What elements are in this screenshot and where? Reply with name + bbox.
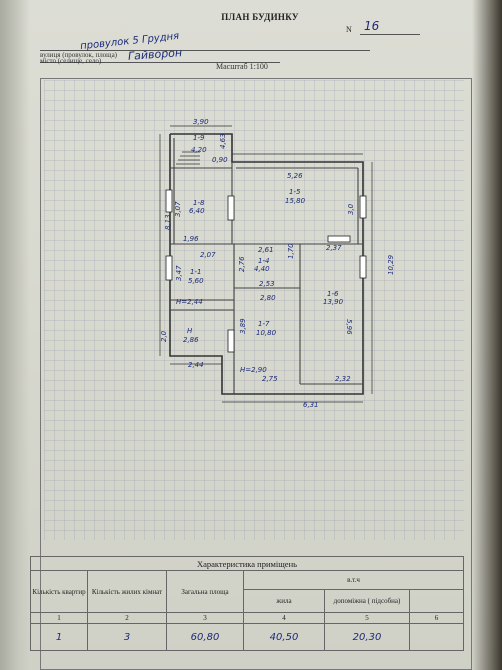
value-total-area: 60,80 (166, 623, 244, 651)
column-number: 5 (324, 612, 410, 624)
column-number: 6 (409, 612, 464, 624)
dimension-label: 5,96 (345, 319, 353, 335)
header-apartments: Кількість квартир (30, 570, 88, 613)
column-number: 1 (30, 612, 88, 624)
city-label: місто (селище, село) (40, 57, 102, 65)
dimension-label: 2,75 (262, 375, 278, 383)
dimension-label: 6,31 (303, 401, 319, 409)
header-incl: в.т.ч (243, 570, 464, 590)
column-number: 2 (87, 612, 167, 624)
room-label: 1-9 (193, 134, 205, 142)
column-number: 4 (243, 612, 325, 624)
room-label: Н (187, 327, 193, 335)
dimension-label: 3,90 (193, 118, 209, 126)
page-edge-shadow (472, 0, 502, 670)
dimension-label: 2,07 (200, 251, 216, 259)
dimension-label: 3,07 (174, 201, 182, 217)
street-label: вулиця (провулок, площа) (40, 51, 118, 59)
dimension-label: 2,37 (326, 244, 342, 252)
page-fold-shadow (0, 0, 30, 670)
number-underline (360, 34, 420, 35)
stairs (176, 151, 200, 165)
room-area: 13,90 (323, 298, 344, 306)
dimension-label: 8,13 (164, 214, 172, 230)
dimension-label: 2,61 (258, 246, 274, 254)
header-col6 (409, 589, 464, 613)
room-area: 15,80 (285, 197, 306, 205)
room-label: 1-1 (190, 268, 201, 276)
value-auxiliary: 20,30 (324, 623, 410, 651)
dimension-label: 3,0 (347, 203, 355, 215)
room-area: 6,40 (189, 207, 205, 215)
dimension-label: 2,53 (259, 280, 275, 288)
dimension-label: 2,76 (238, 256, 246, 272)
street-underline (40, 50, 370, 51)
grid-area (44, 80, 464, 540)
inner-walls (170, 138, 363, 394)
value-rooms: 3 (87, 623, 167, 651)
number-label: N (346, 25, 352, 34)
room-area: 5,60 (188, 277, 204, 285)
scale-label: Масштаб 1:100 (216, 62, 268, 71)
dimension-label: 2,32 (335, 375, 351, 383)
header-total-area: Загальна площа (166, 570, 244, 613)
dimension-label: 1,70 (287, 243, 295, 259)
document-title: ПЛАН БУДИНКУ (221, 12, 299, 22)
dimension-label: H=2,44 (176, 298, 203, 306)
dimension-label: 2,0 (160, 330, 168, 342)
header-auxiliary: допоміжна ( підсобна) (324, 589, 410, 613)
room-area: 10,80 (256, 329, 277, 337)
number-value: 16 (364, 19, 380, 33)
room-label: 1-4 (258, 257, 269, 265)
dimension-label: 2,96 (193, 134, 209, 142)
dimension-label: 10,29 (387, 254, 395, 275)
column-number: 3 (166, 612, 244, 624)
value-col6 (409, 623, 464, 651)
dimension-label: H=2,90 (240, 366, 267, 374)
room-label: 1-7 (258, 320, 270, 328)
dimension-label: 2,44 (188, 361, 204, 369)
room-label: 1-8 (193, 199, 205, 207)
table-caption: Характеристика приміщень (30, 556, 464, 571)
header-living: жила (243, 589, 325, 613)
dimension-label: 5,26 (287, 172, 303, 180)
room-label: 1-6 (327, 290, 339, 298)
room-area: 4,40 (254, 265, 270, 273)
room-label: 1-5 (289, 188, 301, 196)
dimension-label: 3,89 (239, 318, 247, 334)
dimension-label: 2,80 (260, 294, 276, 302)
dimension-lines (159, 125, 373, 403)
outer-walls (169, 133, 364, 395)
room-labels: 1-9 4,20 1-8 6,40 1-5 15,80 1-1 5,60 1-4… (183, 134, 344, 344)
room-area: 2,86 (183, 336, 199, 344)
dimension-label: 1,96 (183, 235, 199, 243)
dimension-label: 4,63 (219, 133, 227, 149)
value-living: 40,50 (243, 623, 325, 651)
dimension-label: 0,90 (212, 156, 228, 164)
value-apartments: 1 (30, 623, 88, 651)
windows (165, 189, 367, 353)
dimension-labels: 3,90 2,96 4,63 0,90 5,26 8,13 3,07 3,0 1… (160, 118, 395, 409)
header-rooms: Кількість жилих кімнат (87, 570, 167, 613)
room-area: 4,20 (191, 146, 207, 154)
characteristics-table: Характеристика приміщень Кількість кварт… (30, 556, 464, 651)
dimension-label: 3,47 (175, 265, 183, 281)
city-underline (40, 62, 280, 63)
